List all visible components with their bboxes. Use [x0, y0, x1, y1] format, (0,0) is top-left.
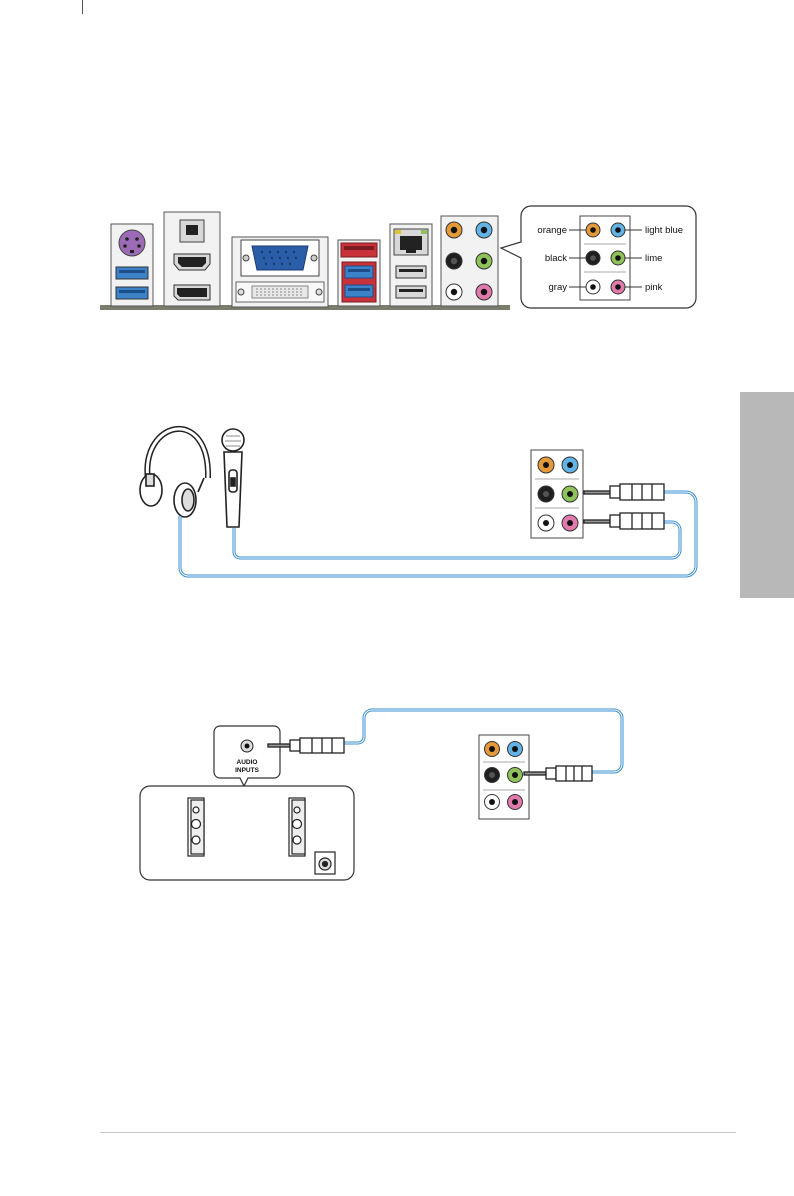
audio-jack-panel — [441, 216, 498, 306]
stereo-speaker-connection-figure: AUDIO INPUTS — [0, 700, 740, 890]
legend-label-light-blue: light blue — [645, 225, 683, 236]
audio-inputs-label-line1: AUDIO — [237, 759, 258, 766]
microphone-icon — [222, 429, 244, 527]
audio-inputs-label-line2: INPUTS — [235, 767, 260, 774]
legend-label-lime: lime — [645, 253, 662, 264]
audio-jack-panel — [479, 735, 529, 819]
rear-io-panel-figure: orange black gray light blue lime pink — [0, 0, 794, 330]
microphone-plug — [584, 513, 664, 529]
audio-inputs-callout — [214, 726, 280, 786]
vga-dvi-stack — [232, 237, 328, 307]
panel-plug — [524, 766, 592, 781]
legend-label-gray: gray — [549, 282, 568, 293]
left-speaker-icon — [188, 798, 204, 856]
usb-red-stack — [338, 240, 380, 306]
optical-hdmi-dp-stack — [164, 212, 220, 306]
audio-jack-panel — [531, 450, 583, 538]
lan-usb-stack — [390, 224, 432, 306]
right-speaker-icon — [289, 798, 305, 856]
subwoofer-icon — [315, 852, 335, 874]
ps2-usb-stack — [111, 224, 153, 306]
legend-label-pink: pink — [645, 282, 663, 293]
legend-label-black: black — [545, 253, 567, 264]
headphone-plug — [584, 484, 664, 500]
legend-label-orange: orange — [537, 225, 567, 236]
audio-input-jack — [245, 744, 250, 749]
headphone-cable — [180, 492, 696, 576]
chapter-side-tab — [740, 392, 794, 598]
headphone-mic-connection-figure — [0, 400, 740, 600]
headphone-icon — [140, 429, 208, 517]
footer-rule — [100, 1132, 736, 1133]
optical-port — [186, 225, 198, 235]
